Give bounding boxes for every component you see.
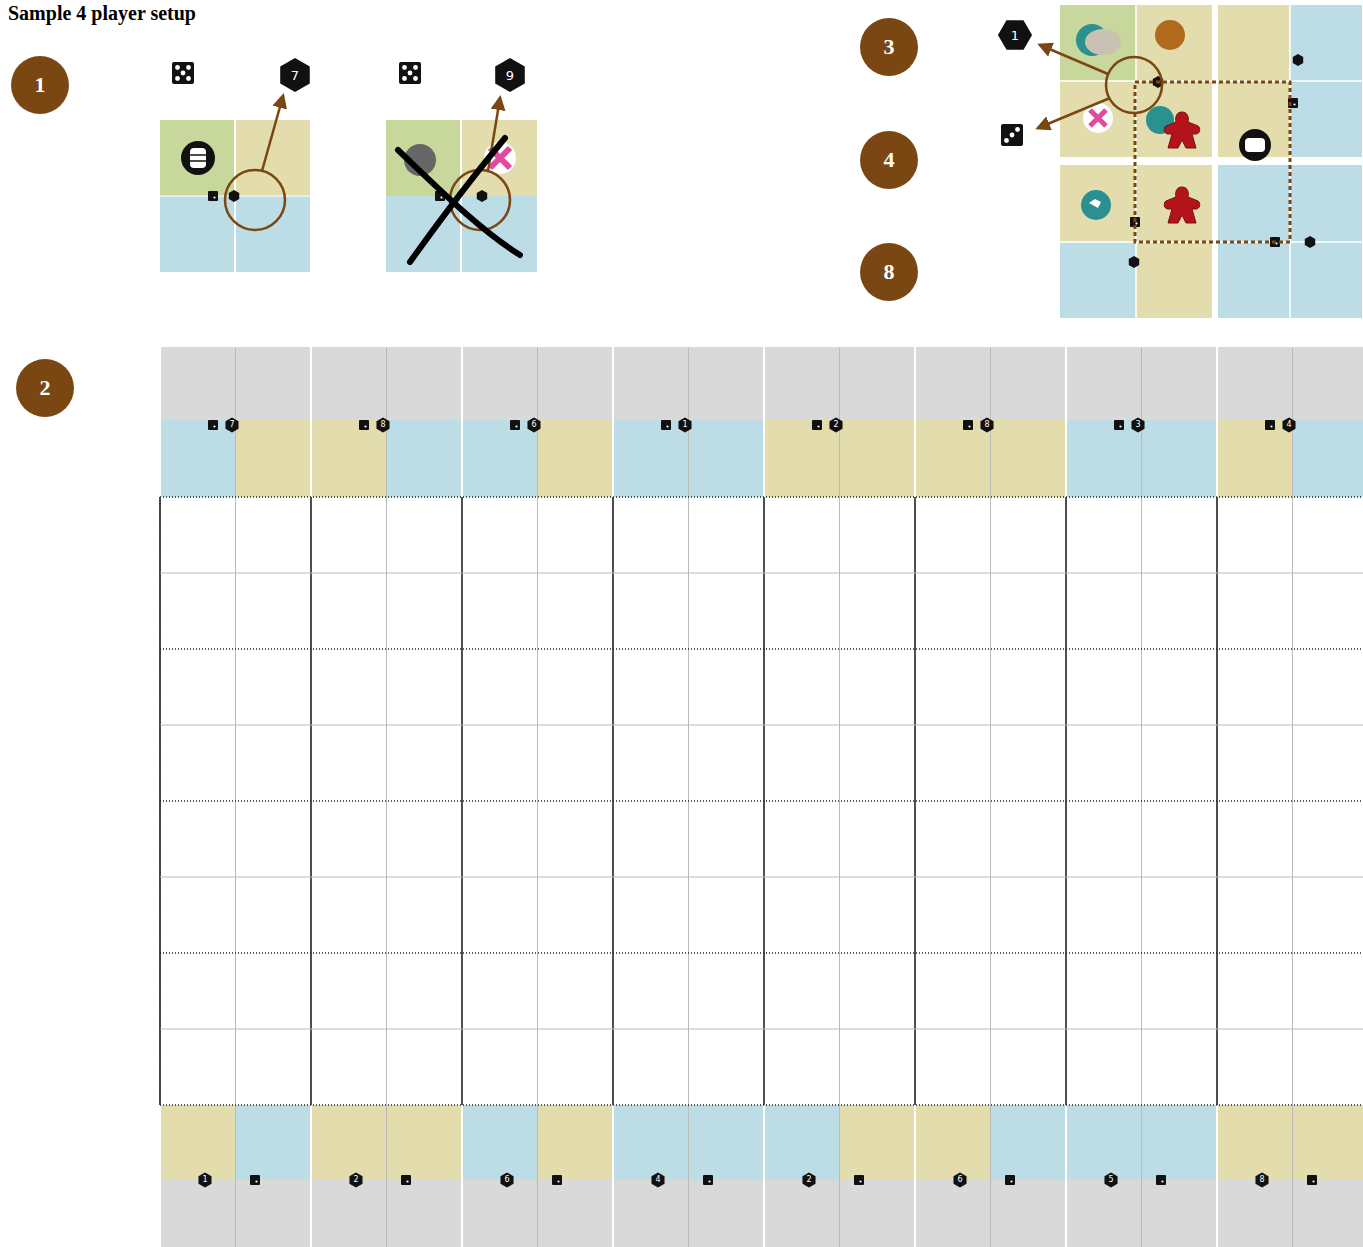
die-number: 1 — [1011, 29, 1019, 42]
die-number: 9 — [506, 69, 514, 82]
callout-number: 1 — [35, 72, 46, 98]
callout-circle: 4 — [860, 131, 918, 189]
page-title: Sample 4 player setup — [8, 2, 196, 25]
die-number: 2 — [833, 421, 838, 429]
callout-circle: 1 — [11, 56, 69, 114]
callout-number: 2 — [40, 375, 51, 401]
die-number: 5 — [1108, 1176, 1113, 1184]
die-number: 6 — [957, 1176, 962, 1184]
callout-circle: 2 — [16, 359, 74, 417]
die-number: 4 — [655, 1176, 660, 1184]
callout-number: 3 — [884, 34, 895, 60]
die-number: 2 — [353, 1176, 358, 1184]
die-number: 1 — [682, 421, 687, 429]
section-three — [994, 5, 1362, 318]
board-grid — [160, 347, 1363, 1247]
callout-circle: 3 — [860, 18, 918, 76]
callout-circle: 8 — [860, 243, 918, 301]
die-number: 8 — [984, 421, 989, 429]
die-number: 2 — [806, 1176, 811, 1184]
section-one — [160, 58, 537, 272]
callout-number: 8 — [884, 259, 895, 285]
die-number: 8 — [1259, 1176, 1264, 1184]
callout-number: 4 — [884, 147, 895, 173]
die-number: 7 — [291, 69, 299, 82]
die-number: 4 — [1286, 421, 1291, 429]
die-number: 6 — [531, 421, 536, 429]
die-number: 6 — [504, 1176, 509, 1184]
die-number: 1 — [202, 1176, 207, 1184]
die-number: 8 — [380, 421, 385, 429]
die-number: 3 — [1135, 421, 1140, 429]
die-number: 7 — [229, 421, 234, 429]
